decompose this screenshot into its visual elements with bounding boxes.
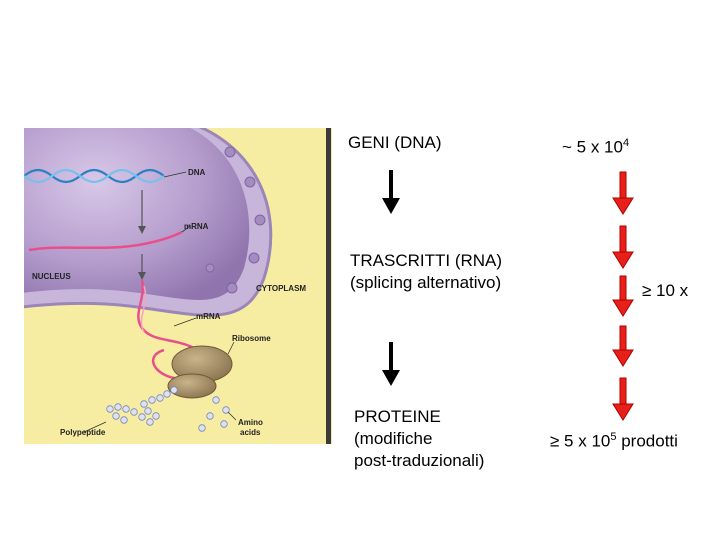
polypeptide-label: Polypeptide xyxy=(60,428,106,437)
ribosome-label: Ribosome xyxy=(232,334,271,343)
cytoplasm-label: CYTOPLASM xyxy=(256,284,307,293)
red-arrow-5 xyxy=(612,377,634,421)
products-count-base: ≥ 5 x 10 xyxy=(550,431,611,451)
arrow-transcripts-to-proteins xyxy=(382,342,400,386)
polypeptide-chain xyxy=(106,386,178,426)
dna-label: DNA xyxy=(188,168,206,177)
proteins-block: PROTEINE (modifiche post-traduzionali) xyxy=(354,406,484,472)
genes-count: ~ 5 x 104 xyxy=(562,132,629,159)
mrna-nucleus-label: mRNA xyxy=(184,222,209,231)
red-arrows-column xyxy=(612,171,634,421)
red-arrow-2 xyxy=(612,225,634,269)
free-amino-acids xyxy=(198,396,230,432)
red-arrow-1 xyxy=(612,171,634,215)
mrna-nucleus-strand xyxy=(28,230,183,252)
proteins-label: PROTEINE xyxy=(354,407,441,426)
dna-helix xyxy=(24,168,165,184)
figure-border xyxy=(326,128,331,444)
proteins-note-line1: (modifiche xyxy=(354,429,433,448)
red-arrow-3 xyxy=(612,275,634,317)
arrow-genes-to-transcripts xyxy=(382,170,400,214)
cell-drawing xyxy=(24,128,273,433)
products-count: ≥ 5 x 105 prodotti xyxy=(550,426,678,453)
nucleus-label: NUCLEUS xyxy=(32,272,71,281)
genes-count-exponent: 4 xyxy=(622,137,630,149)
genes-label: GENI (DNA) xyxy=(348,133,442,152)
transcripts-note: (splicing alternativo) xyxy=(350,273,502,292)
nuclear-pores xyxy=(205,146,266,294)
transcripts-block: TRASCRITTI (RNA) (splicing alternativo) xyxy=(350,250,502,294)
mrna-cytoplasm-label: mRNA xyxy=(196,312,221,321)
amino-label-line1: Amino xyxy=(238,418,263,427)
red-arrow-4 xyxy=(612,325,634,367)
cell-illustration: DNA mRNA NUCLEUS CYTOPLASM mRNA Ribosome… xyxy=(24,128,332,444)
products-count-exponent: 5 xyxy=(610,431,617,443)
genes-count-base: ~ 5 x 10 xyxy=(562,137,623,157)
fold-increase: ≥ 10 x xyxy=(642,281,689,300)
amino-label-line2: acids xyxy=(240,428,261,437)
transcripts-label: TRASCRITTI (RNA) xyxy=(350,251,503,270)
nucleus-body xyxy=(24,128,250,300)
dna-pointer xyxy=(163,171,187,178)
products-count-suffix: prodotti xyxy=(616,431,678,451)
proteins-note-line2: post-traduzionali) xyxy=(354,451,485,470)
ribosome xyxy=(167,345,233,399)
